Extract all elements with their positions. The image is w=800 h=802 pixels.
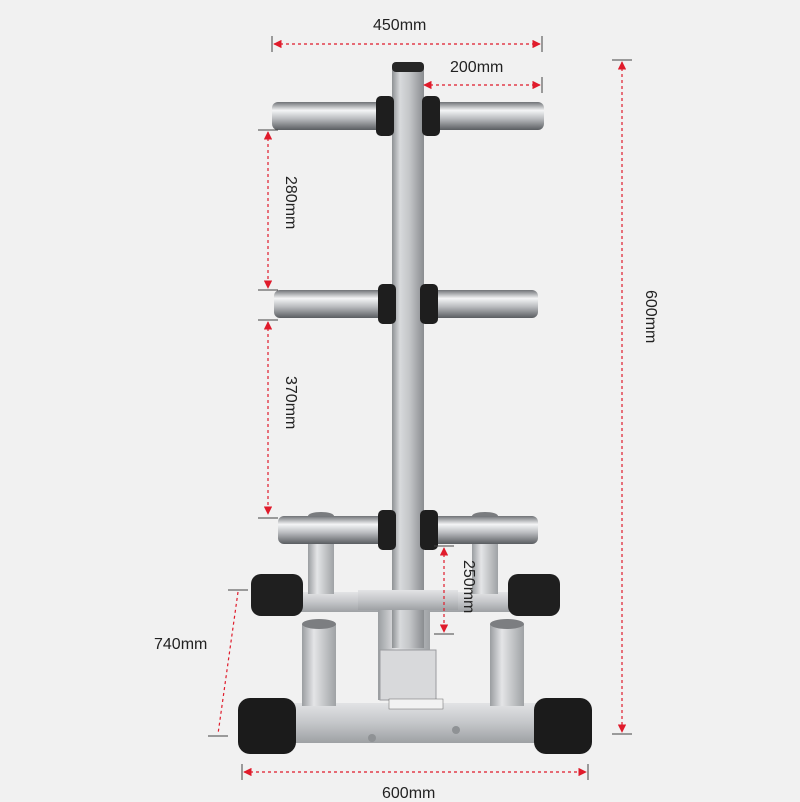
brand-label	[388, 698, 444, 710]
depth-740-line	[217, 591, 239, 735]
lower-pegs	[278, 510, 538, 550]
upper-pegs	[272, 96, 544, 136]
front-left-end-cap	[238, 698, 296, 754]
label-top-width: 450mm	[373, 17, 427, 34]
center-post	[358, 62, 458, 648]
label-base-width: 600mm	[382, 785, 436, 802]
label-bottom-spacing: 250mm	[460, 560, 477, 614]
rear-left-end-cap	[251, 574, 303, 616]
label-upper-spacing: 280mm	[282, 176, 299, 230]
dimension-lines	[217, 39, 627, 777]
front-right-end-cap	[534, 698, 592, 754]
label-arm-length: 200mm	[450, 59, 504, 76]
rear-right-end-cap	[508, 574, 560, 616]
rear-base	[251, 512, 560, 616]
label-total-height: 600mm	[642, 290, 659, 344]
extension-ticks	[208, 36, 632, 780]
label-base-depth: 740mm	[154, 636, 208, 653]
label-middle-spacing: 370mm	[282, 376, 299, 430]
middle-pegs	[274, 284, 538, 324]
